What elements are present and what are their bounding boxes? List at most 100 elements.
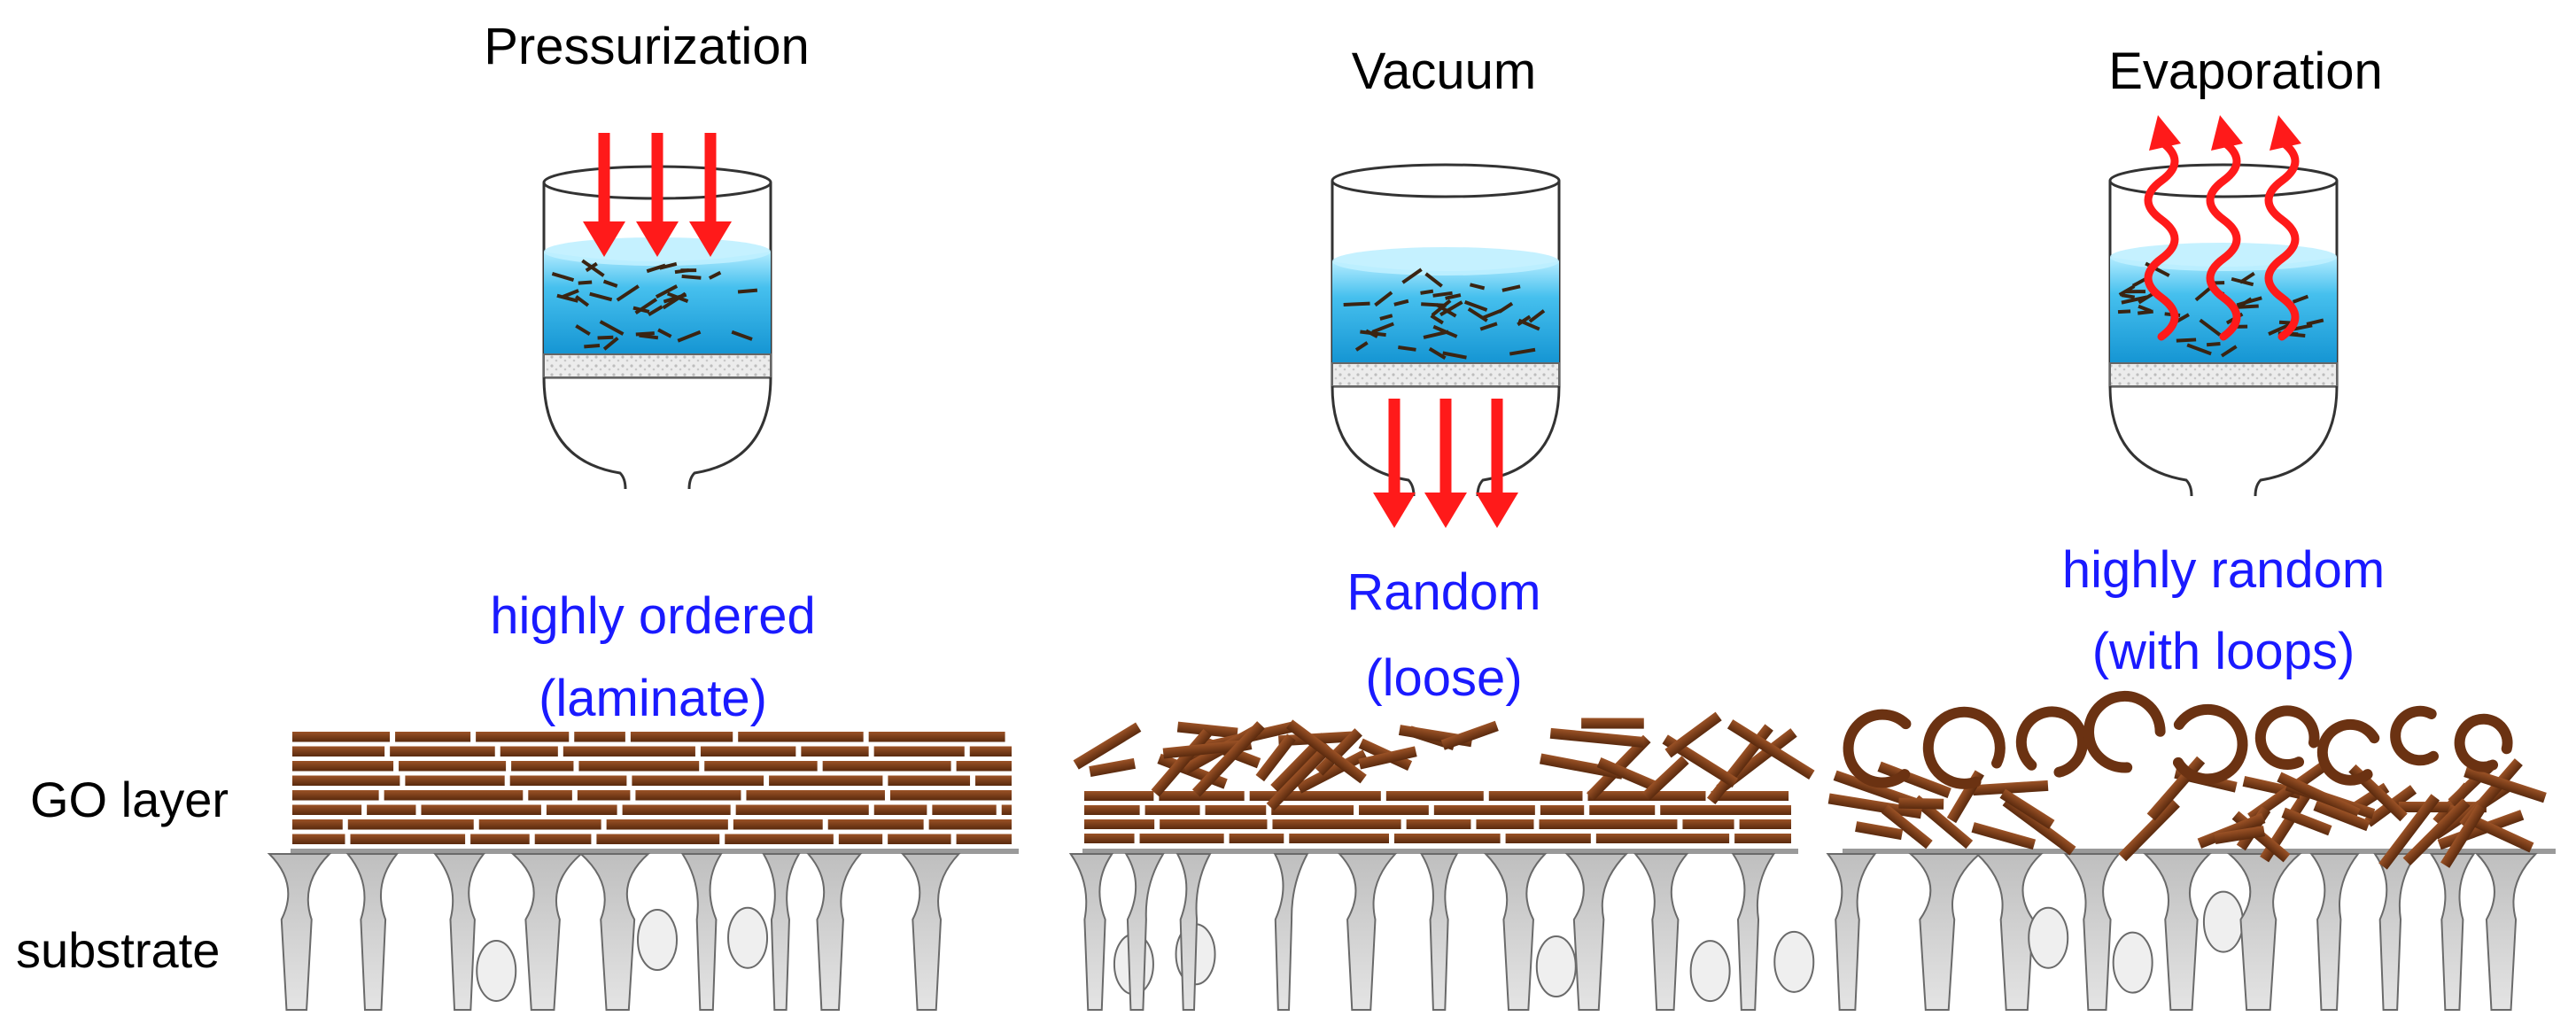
- go-flake: [2206, 342, 2221, 347]
- go-sheet: [1084, 834, 1135, 843]
- arrow-head: [2270, 115, 2301, 151]
- go-flake: [2220, 345, 2238, 358]
- go-sheet: [476, 732, 570, 742]
- go-flake: [1354, 341, 1369, 352]
- structure-label-line1: highly random: [2062, 541, 2385, 599]
- go-flake: [575, 295, 590, 307]
- go-sheet: [1595, 834, 1730, 843]
- go-sheet: [1581, 718, 1644, 729]
- funnel-bowl-left: [542, 376, 627, 490]
- go-sheet: [1549, 727, 1645, 748]
- go-sheet: [1406, 819, 1471, 829]
- go-sheet: [292, 819, 343, 830]
- go-sheet: [1739, 819, 1791, 829]
- go-flake: [1430, 314, 1444, 325]
- go-sheet: [769, 775, 883, 786]
- substrate-pore: [637, 909, 679, 972]
- go-sheet: [390, 746, 495, 757]
- go-sheet: [1191, 721, 1265, 797]
- arrow-head: [2211, 115, 2243, 151]
- go-loop: [2454, 713, 2513, 772]
- go-sheet: [1898, 797, 1944, 810]
- go-flake: [1498, 301, 1514, 314]
- go-sheet: [733, 819, 823, 830]
- go-flake: [2117, 309, 2131, 314]
- go-flake: [1517, 314, 1532, 327]
- go-flake: [639, 333, 659, 340]
- go-flake: [648, 305, 663, 317]
- go-flake: [602, 337, 619, 351]
- go-sheet: [1540, 805, 1585, 815]
- go-flake: [616, 284, 640, 302]
- go-sheet: [1999, 788, 2055, 829]
- go-sheet: [534, 834, 592, 844]
- go-sheet: [2313, 800, 2370, 832]
- go-sheet: [347, 819, 474, 830]
- go-sheet: [1971, 822, 2037, 850]
- go-flake: [1374, 291, 1393, 307]
- go-sheet: [1001, 804, 1012, 815]
- go-sheet: [1393, 834, 1501, 843]
- liquid-surface: [1332, 247, 1559, 275]
- go-flake: [1481, 308, 1502, 321]
- funnel-bowl-right: [687, 376, 772, 490]
- go-sheet: [574, 732, 625, 742]
- vacuum-arrows-icon: [1373, 399, 1518, 528]
- go-loop: [2254, 705, 2320, 771]
- go-flake: [1371, 322, 1394, 334]
- go-flake: [597, 335, 614, 340]
- go-flake: [1360, 330, 1386, 338]
- substrate-column: [762, 853, 801, 1011]
- filter-frit: [1331, 362, 1560, 387]
- go-sheet: [384, 790, 524, 801]
- go-sheet: [822, 761, 951, 772]
- filtration-funnel: [1331, 163, 1561, 497]
- go-sheet: [2002, 796, 2076, 856]
- go-sheet: [1855, 821, 1904, 841]
- go-sheet: [405, 775, 505, 786]
- structure-label-line2: (with loops): [2092, 623, 2355, 680]
- porous-substrate: [267, 849, 1019, 1011]
- process-title: Pressurization: [484, 18, 809, 75]
- go-sheet: [511, 761, 574, 772]
- go-flake: [2125, 290, 2145, 294]
- go-layer-loose-random: [1073, 711, 1815, 843]
- go-flake: [2199, 318, 2222, 337]
- go-sheet: [1084, 819, 1155, 829]
- go-sheet: [1505, 834, 1591, 843]
- go-sheet: [1440, 720, 1499, 750]
- go-sheet: [1272, 819, 1401, 829]
- substrate-column: [1826, 853, 1877, 1011]
- substrate-column: [1564, 853, 1629, 1011]
- go-sheet: [578, 761, 700, 772]
- go-sheet: [956, 834, 1012, 844]
- substrate-pore: [727, 906, 769, 969]
- go-sheet: [2277, 772, 2361, 819]
- substrate-label: substrate: [16, 922, 220, 978]
- go-flake: [551, 272, 575, 283]
- go-flake: [2194, 286, 2212, 302]
- go-sheet: [1139, 834, 1224, 843]
- go-flake: [1420, 289, 1434, 295]
- go-sheet: [1162, 740, 1243, 759]
- go-sheet: [500, 746, 558, 757]
- go-sheet: [1289, 834, 1389, 843]
- evaporation-arrows-icon: [2144, 115, 2301, 341]
- go-sheet: [1833, 770, 1918, 809]
- go-flake: [2138, 304, 2152, 313]
- go-sheet: [1159, 791, 1245, 801]
- go-flake: [2186, 343, 2212, 356]
- go-sheet: [838, 834, 883, 844]
- go-flake: [1469, 283, 1486, 291]
- go-flake: [655, 284, 679, 299]
- go-sheet: [1734, 834, 1791, 843]
- go-sheet: [1315, 728, 1362, 776]
- go-sheet: [1249, 791, 1381, 801]
- go-layer-label: GO layer: [30, 772, 229, 827]
- go-layer-random-with-loops: [1827, 690, 2547, 870]
- substrate-pore: [2112, 931, 2153, 994]
- go-sheet: [975, 775, 1012, 786]
- substrate-column: [900, 853, 961, 1011]
- substrate-column: [1731, 853, 1776, 1011]
- go-sheet: [889, 790, 1012, 801]
